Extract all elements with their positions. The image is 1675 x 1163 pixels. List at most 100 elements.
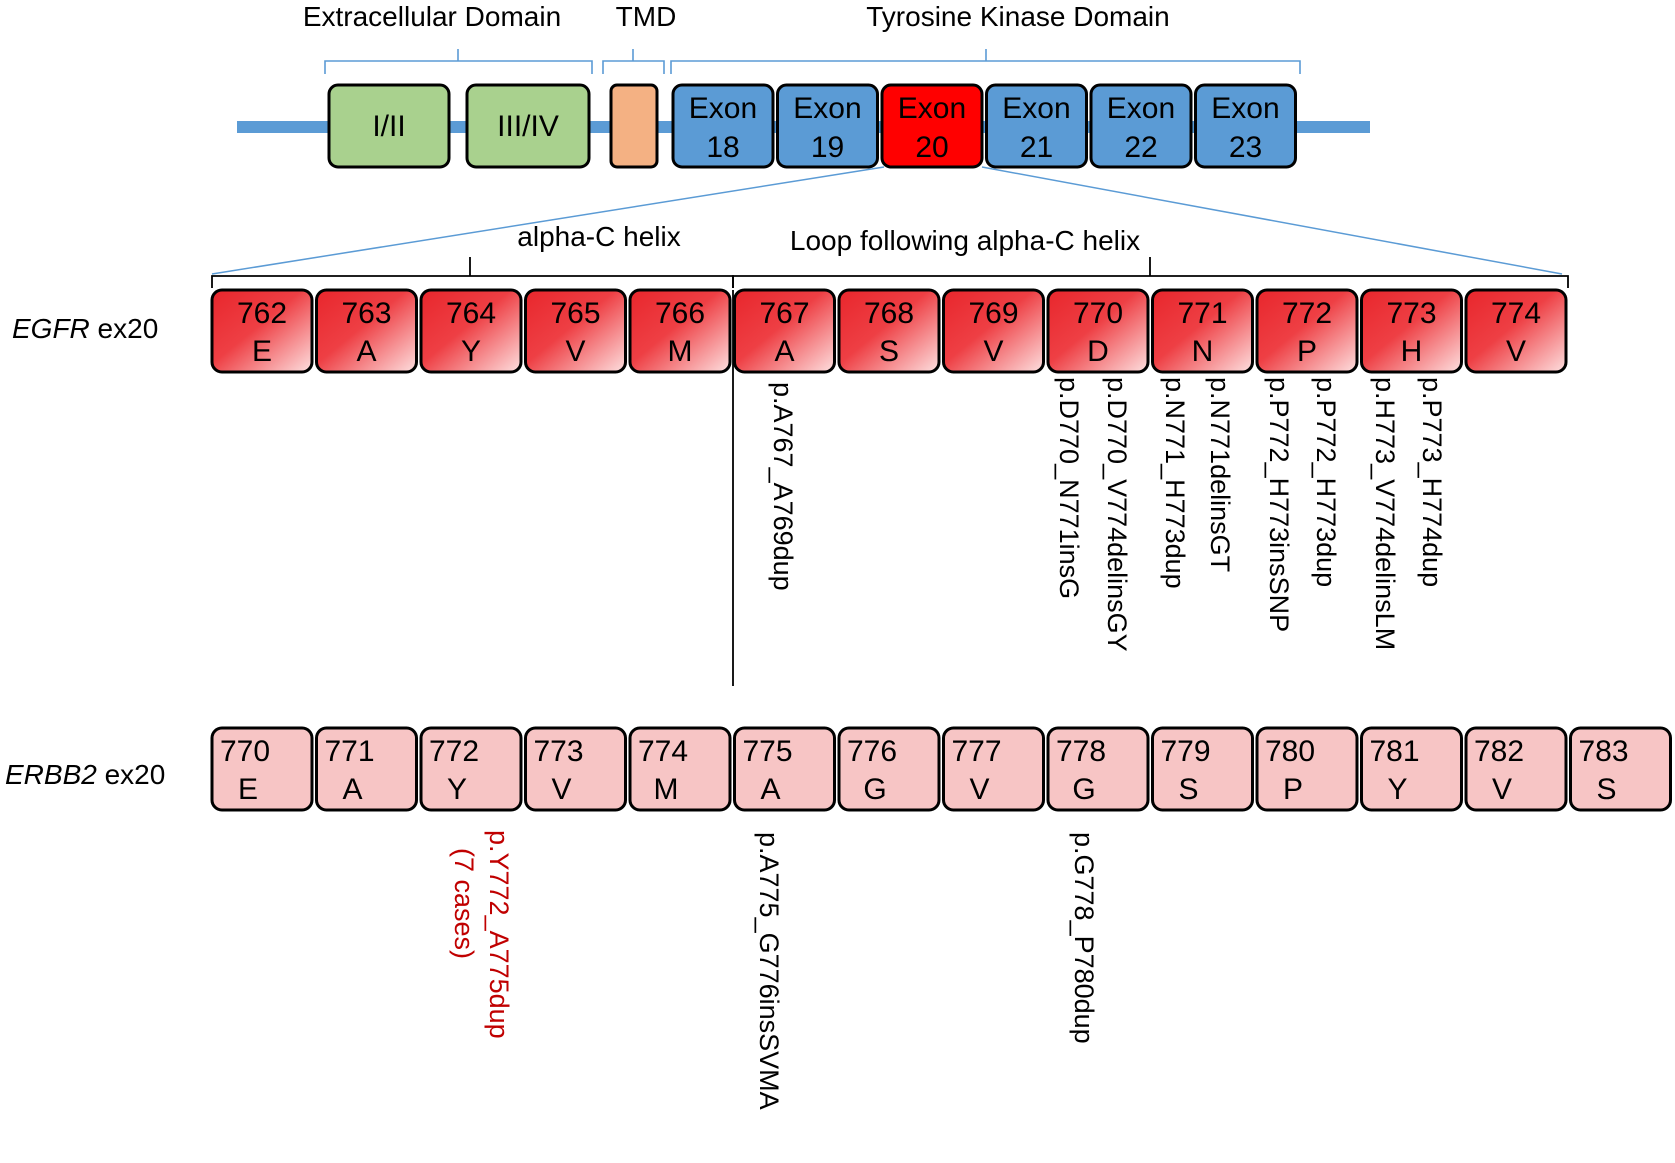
residue-position: 770: [1073, 297, 1123, 330]
residue-position: 776: [847, 735, 897, 768]
residue-position: 772: [1282, 297, 1332, 330]
residue-amino-acid: V: [551, 773, 571, 806]
egfr-gene-name: EGFR: [12, 313, 90, 344]
residue-amino-acid: M: [654, 773, 679, 806]
egfr-mutation: p.D770_N771insG: [1054, 377, 1084, 599]
egfr-exon-suffix: ex20: [90, 313, 159, 344]
residue-position: 774: [638, 735, 688, 768]
egfr-mutation: p.P772_H773insSNP: [1264, 377, 1294, 632]
residue-position: 764: [446, 297, 496, 330]
exon-word: Exon: [1211, 92, 1279, 125]
residue-amino-acid: A: [356, 335, 376, 368]
residue-box: [1464, 288, 1568, 374]
ecd-box-3-4: [465, 83, 591, 169]
residue-box: [837, 726, 941, 812]
residue-box: [1046, 288, 1150, 374]
exon-number: 20: [915, 131, 948, 164]
residue-position: 783: [1579, 735, 1629, 768]
residue-box: [733, 288, 836, 374]
residue-amino-acid: E: [252, 335, 272, 368]
residue-box: [1151, 726, 1254, 812]
exon-number: 21: [1020, 131, 1053, 164]
ecd-box-3-4-label: III/IV: [497, 110, 559, 143]
extracellular-brace: [324, 49, 593, 74]
erbb2-row-label: ERBB2 ex20: [5, 759, 165, 790]
tmd-label: TMD: [616, 1, 677, 32]
residue-position: 780: [1265, 735, 1315, 768]
residue-position: 773: [1386, 297, 1436, 330]
ecd-box-1-2-label: I/II: [372, 110, 405, 143]
residue-position: 767: [759, 297, 809, 330]
residue-box: [1046, 726, 1150, 812]
exon-word: Exon: [793, 92, 861, 125]
residue-position: 774: [1491, 297, 1541, 330]
loop-label: Loop following alpha-C helix: [790, 225, 1140, 256]
residue-box: [1255, 288, 1359, 374]
tyrosine-kinase-domain-label: Tyrosine Kinase Domain: [866, 1, 1169, 32]
residue-position: 769: [968, 297, 1018, 330]
residue-amino-acid: G: [1072, 773, 1095, 806]
loop-brace: [732, 257, 1569, 288]
egfr-mutation: p.P773_H774dup: [1417, 377, 1447, 587]
residue-position: 766: [655, 297, 705, 330]
exon-number: 22: [1124, 131, 1157, 164]
residue-box: [1151, 288, 1254, 374]
exon-box: [776, 83, 879, 169]
residue-amino-acid: V: [969, 773, 989, 806]
residue-position: 782: [1474, 735, 1524, 768]
residue-box: [628, 288, 732, 374]
zoom-line-right: [981, 166, 1563, 275]
exon-word: Exon: [689, 92, 757, 125]
egfr-mutation: p.A767_A769dup: [768, 382, 798, 591]
erbb2-mutation-red: p.Y772_A775dup: [484, 830, 514, 1039]
egfr-mutation: p.N771_H773dup: [1160, 377, 1190, 589]
residue-position: 770: [220, 735, 270, 768]
tmd-box: [609, 83, 659, 169]
residue-amino-acid: N: [1192, 335, 1214, 368]
residue-box: [1360, 288, 1463, 374]
residue-box: [419, 288, 523, 374]
residue-position: 771: [325, 735, 375, 768]
residue-box: [628, 726, 732, 812]
residue-amino-acid: H: [1401, 335, 1423, 368]
residue-amino-acid: A: [342, 773, 362, 806]
residue-amino-acid: D: [1087, 335, 1109, 368]
erbb2-mutations: p.Y772_A775dup (7 cases) p.A775_G776insS…: [449, 830, 1099, 1110]
residue-position: 779: [1161, 735, 1211, 768]
egfr-mutation: p.N771delinsGT: [1205, 377, 1235, 572]
residue-box: [524, 288, 627, 374]
residue-amino-acid: P: [1283, 773, 1303, 806]
residue-position: 778: [1056, 735, 1106, 768]
residue-position: 762: [237, 297, 287, 330]
residue-box: [1255, 726, 1359, 812]
residue-box: [1569, 726, 1672, 812]
residue-position: 771: [1177, 297, 1227, 330]
exon-box: [1194, 83, 1297, 169]
erbb2-exon-suffix: ex20: [97, 759, 166, 790]
residue-amino-acid: G: [863, 773, 886, 806]
residue-amino-acid: Y: [447, 773, 467, 806]
erbb2-residues: 770E771A772Y773V774M775A776G777V778G779S…: [210, 726, 1672, 812]
egfr-row-label: EGFR ex20: [12, 313, 158, 344]
residue-position: 763: [341, 297, 391, 330]
residue-box: [942, 726, 1045, 812]
tmd-brace: [602, 49, 665, 74]
zoom-line-left: [211, 166, 885, 275]
exon-number: 18: [706, 131, 739, 164]
residue-amino-acid: V: [565, 335, 585, 368]
residue-box: [315, 726, 418, 812]
residue-amino-acid: M: [668, 335, 693, 368]
residue-box: [524, 726, 627, 812]
exon-number: 23: [1229, 131, 1262, 164]
residue-position: 775: [743, 735, 793, 768]
residue-box: [942, 288, 1045, 374]
exon-word: Exon: [898, 92, 966, 125]
exon-word: Exon: [1107, 92, 1175, 125]
residue-amino-acid: A: [760, 773, 780, 806]
residue-amino-acid: V: [1506, 335, 1526, 368]
erbb2-gene-name: ERBB2: [5, 759, 97, 790]
residue-position: 765: [550, 297, 600, 330]
residue-box: [1464, 726, 1568, 812]
erbb2-mutation: p.A775_G776insSVMA: [754, 832, 784, 1110]
